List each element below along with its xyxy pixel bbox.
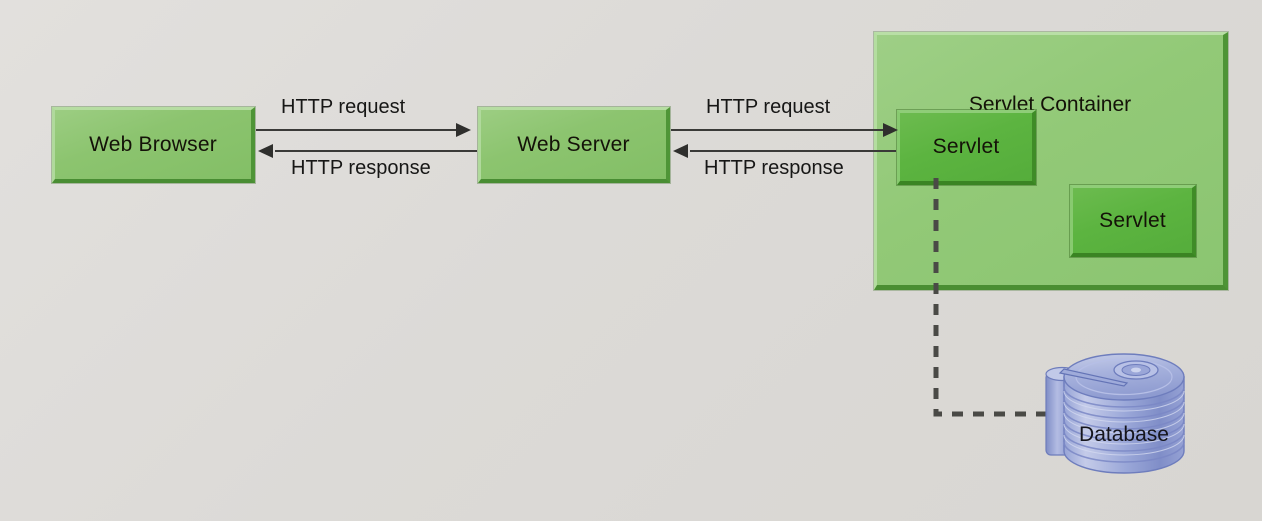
arrow-right-icon	[883, 123, 898, 137]
arrow-servlet-to-server-line	[690, 150, 896, 152]
arrow-server-to-browser-line	[275, 150, 477, 152]
node-database[interactable]: Database	[1028, 345, 1220, 485]
edge-label-browser-to-server-request: HTTP request	[281, 96, 406, 118]
node-servlet-2[interactable]: Servlet	[1070, 185, 1196, 257]
arrow-left-icon	[673, 144, 688, 158]
node-database-label: Database	[1079, 423, 1169, 446]
edge-label-servlet-to-server-response: HTTP response	[704, 157, 844, 179]
node-servlet-1-label: Servlet	[932, 135, 1000, 159]
edge-label-server-to-browser-response: HTTP response	[291, 157, 431, 179]
arrow-left-icon	[258, 144, 273, 158]
database-disk-stack-icon	[1045, 353, 1185, 474]
arrow-right-icon	[456, 123, 471, 137]
edge-label-server-to-servlet-request: HTTP request	[706, 96, 831, 118]
arrow-server-to-servlet-line	[671, 129, 886, 131]
node-web-browser[interactable]: Web Browser	[52, 107, 255, 183]
node-web-browser-label: Web Browser	[89, 132, 217, 156]
node-web-server-label: Web Server	[517, 132, 630, 156]
arrow-browser-to-server-line	[256, 129, 463, 131]
node-servlet-1[interactable]: Servlet	[897, 110, 1036, 185]
database-actuator-arm	[1058, 368, 1129, 387]
node-servlet-2-label: Servlet	[1099, 208, 1166, 232]
node-web-server[interactable]: Web Server	[478, 107, 670, 183]
